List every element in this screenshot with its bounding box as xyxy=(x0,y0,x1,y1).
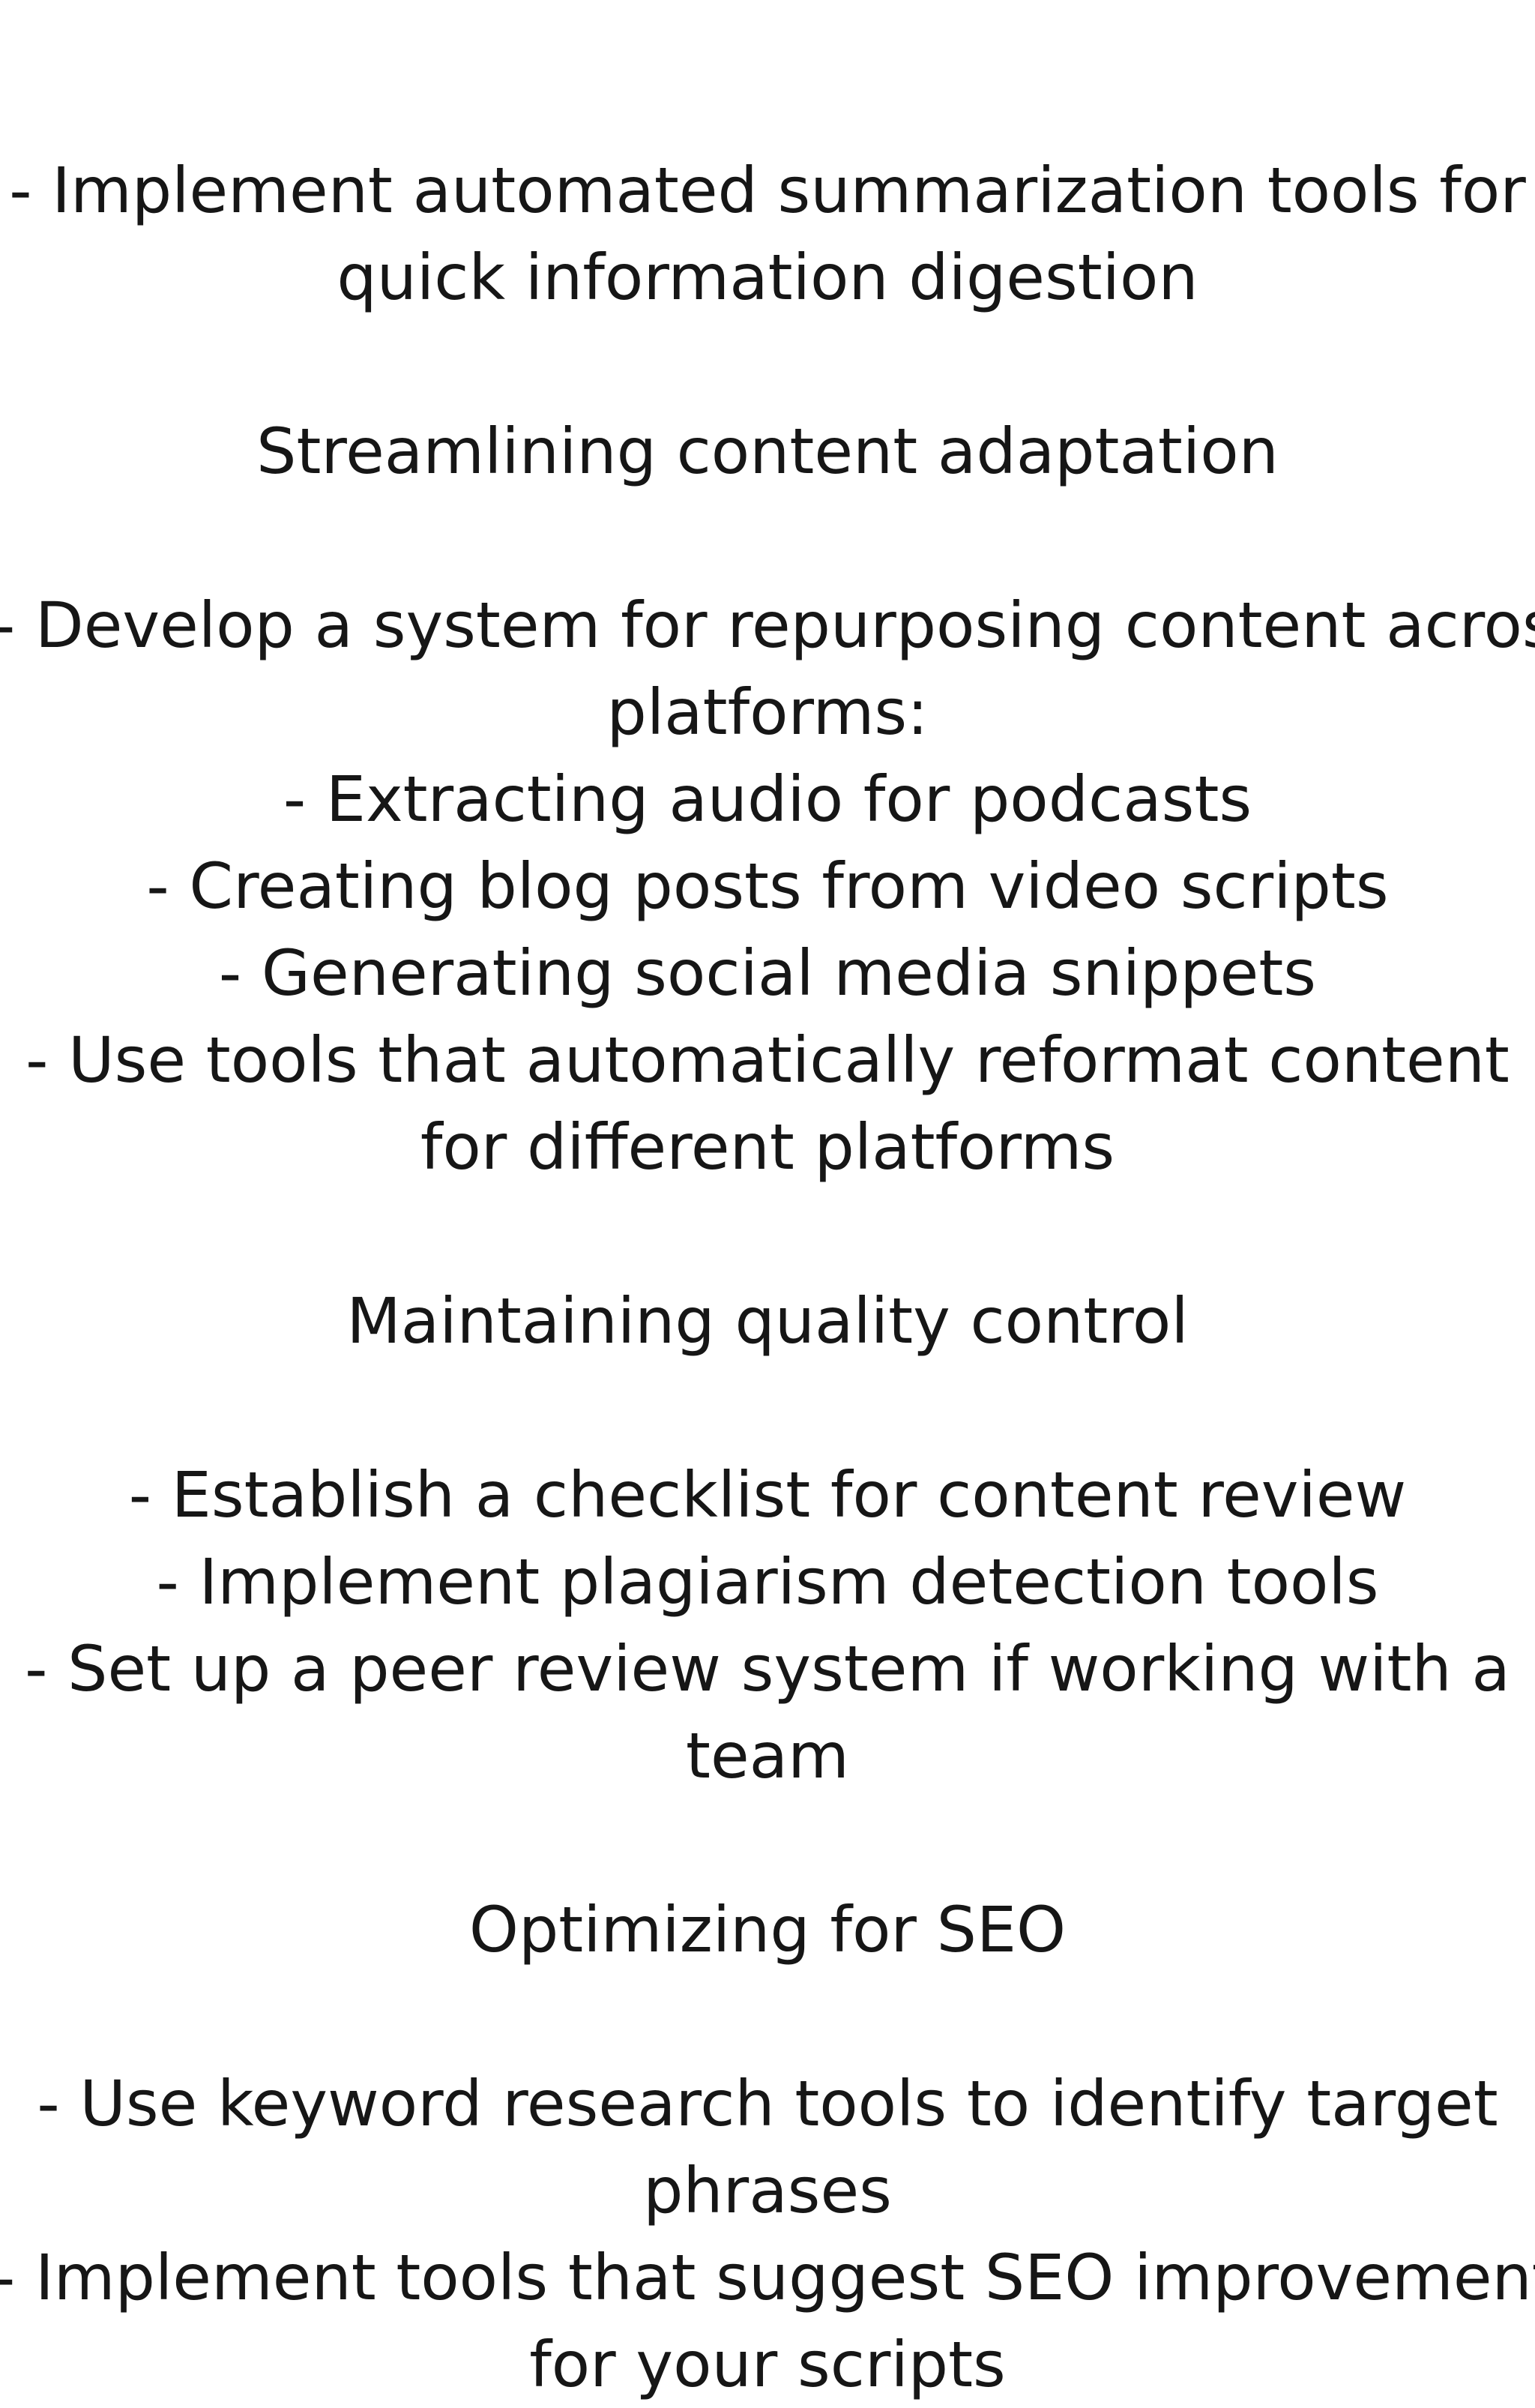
sub-bullet-blog-posts: - Creating blog posts from video scripts xyxy=(146,849,1389,923)
bullet-seo-tools-cont: for your scripts xyxy=(529,2328,1006,2401)
section-heading-seo: Optimizing for SEO xyxy=(468,1893,1067,1966)
bullet-reformat-tools: - Use tools that automatically reformat … xyxy=(25,1023,1510,1097)
bullet-reformat-tools-cont: for different platforms xyxy=(420,1110,1115,1184)
sub-bullet-audio-podcasts: - Extracting audio for podcasts xyxy=(283,762,1252,836)
bullet-seo-tools: - Implement tools that suggest SEO impro… xyxy=(0,2241,1535,2314)
bullet-peer-review-cont: team xyxy=(686,1719,849,1793)
sub-bullet-social-snippets: - Generating social media snippets xyxy=(218,936,1317,1010)
bullet-repurposing-system: - Develop a system for repurposing conte… xyxy=(0,589,1535,662)
bullet-summarization-tools-cont: quick information digestion xyxy=(337,241,1198,314)
bullet-plagiarism-tools: - Implement plagiarism detection tools xyxy=(156,1545,1379,1619)
bullet-summarization-tools: - Implement automated summarization tool… xyxy=(9,154,1526,227)
bullet-keyword-research-cont: phrases xyxy=(643,2154,892,2227)
bullet-repurposing-system-cont: platforms: xyxy=(606,675,929,749)
bullet-review-checklist: - Establish a checklist for content revi… xyxy=(128,1458,1407,1532)
bullet-peer-review: - Set up a peer review system if working… xyxy=(25,1632,1510,1706)
bullet-keyword-research: - Use keyword research tools to identify… xyxy=(37,2067,1498,2140)
section-heading-quality-control: Maintaining quality control xyxy=(346,1284,1189,1358)
section-heading-content-adaptation: Streamlining content adaptation xyxy=(256,415,1279,488)
